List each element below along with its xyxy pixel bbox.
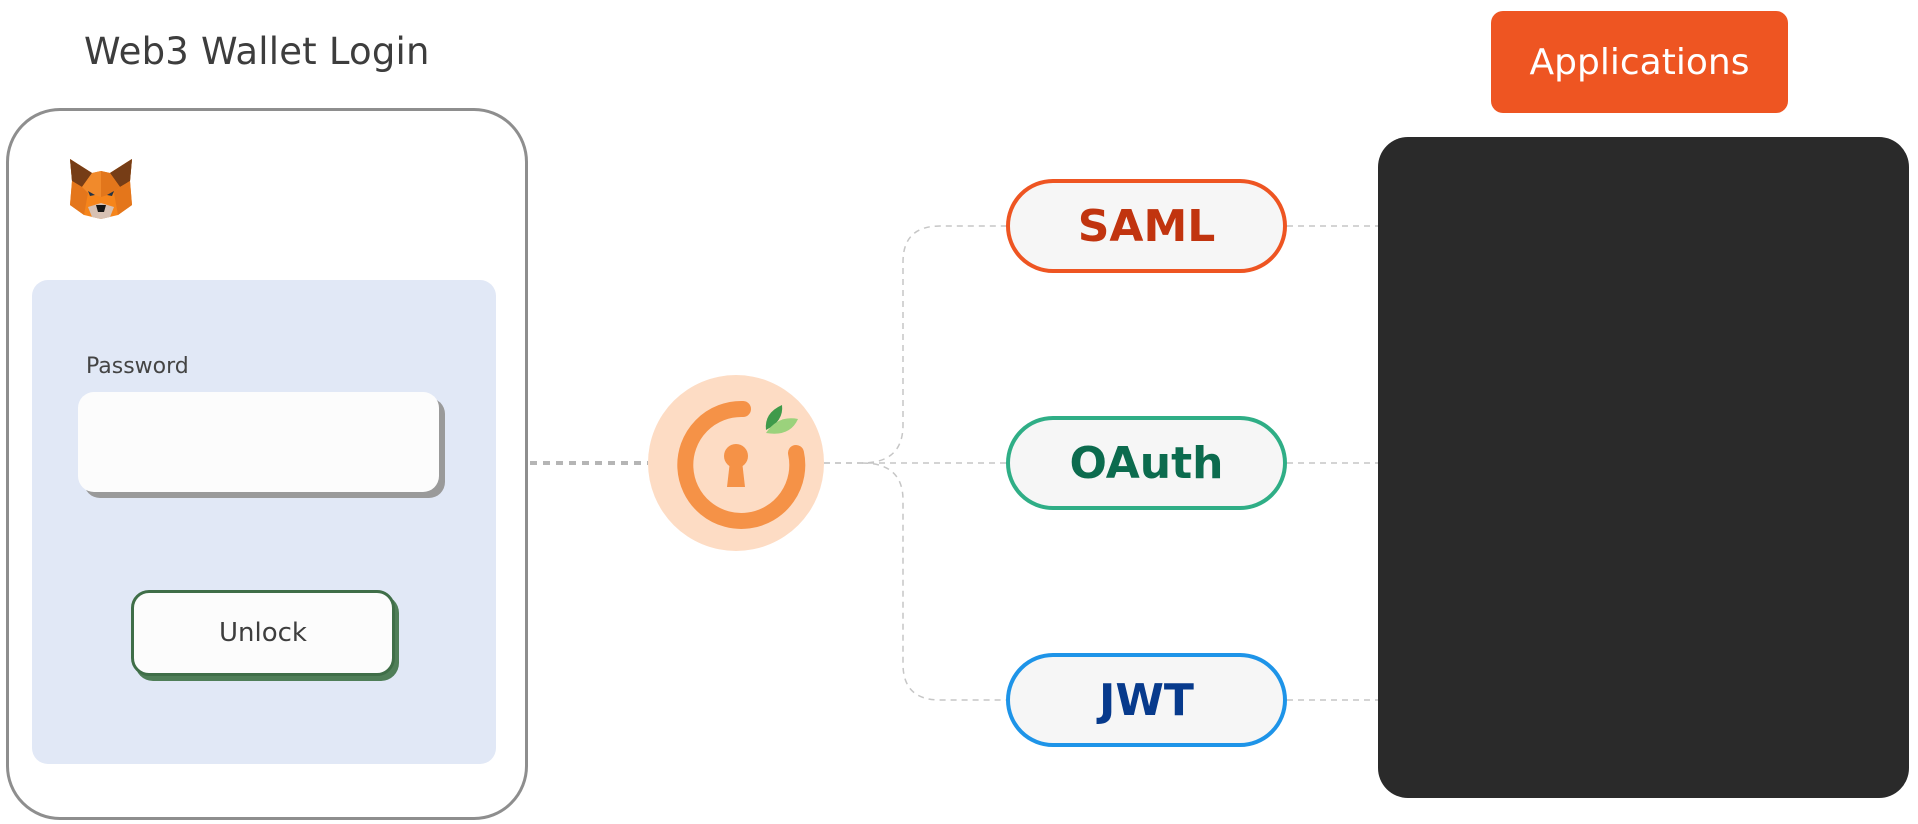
unlock-button[interactable]: Unlock	[131, 590, 395, 676]
protocol-saml[interactable]: SAML	[1006, 179, 1287, 273]
password-input[interactable]	[78, 392, 439, 492]
password-label: Password	[86, 354, 189, 379]
metamask-fox-icon	[70, 159, 132, 219]
keyhole-power-leaf-logo-icon	[648, 375, 824, 551]
login-form-panel	[32, 280, 496, 764]
protocol-jwt[interactable]: JWT	[1006, 653, 1287, 747]
protocol-oauth[interactable]: OAuth	[1006, 416, 1287, 510]
hub-to-saml-connector	[824, 225, 1006, 464]
hub-to-jwt-connector	[861, 462, 1006, 701]
applications-panel	[1378, 137, 1909, 798]
wallet-login-title: Web3 Wallet Login	[84, 30, 430, 73]
applications-button[interactable]: Applications	[1491, 11, 1788, 113]
